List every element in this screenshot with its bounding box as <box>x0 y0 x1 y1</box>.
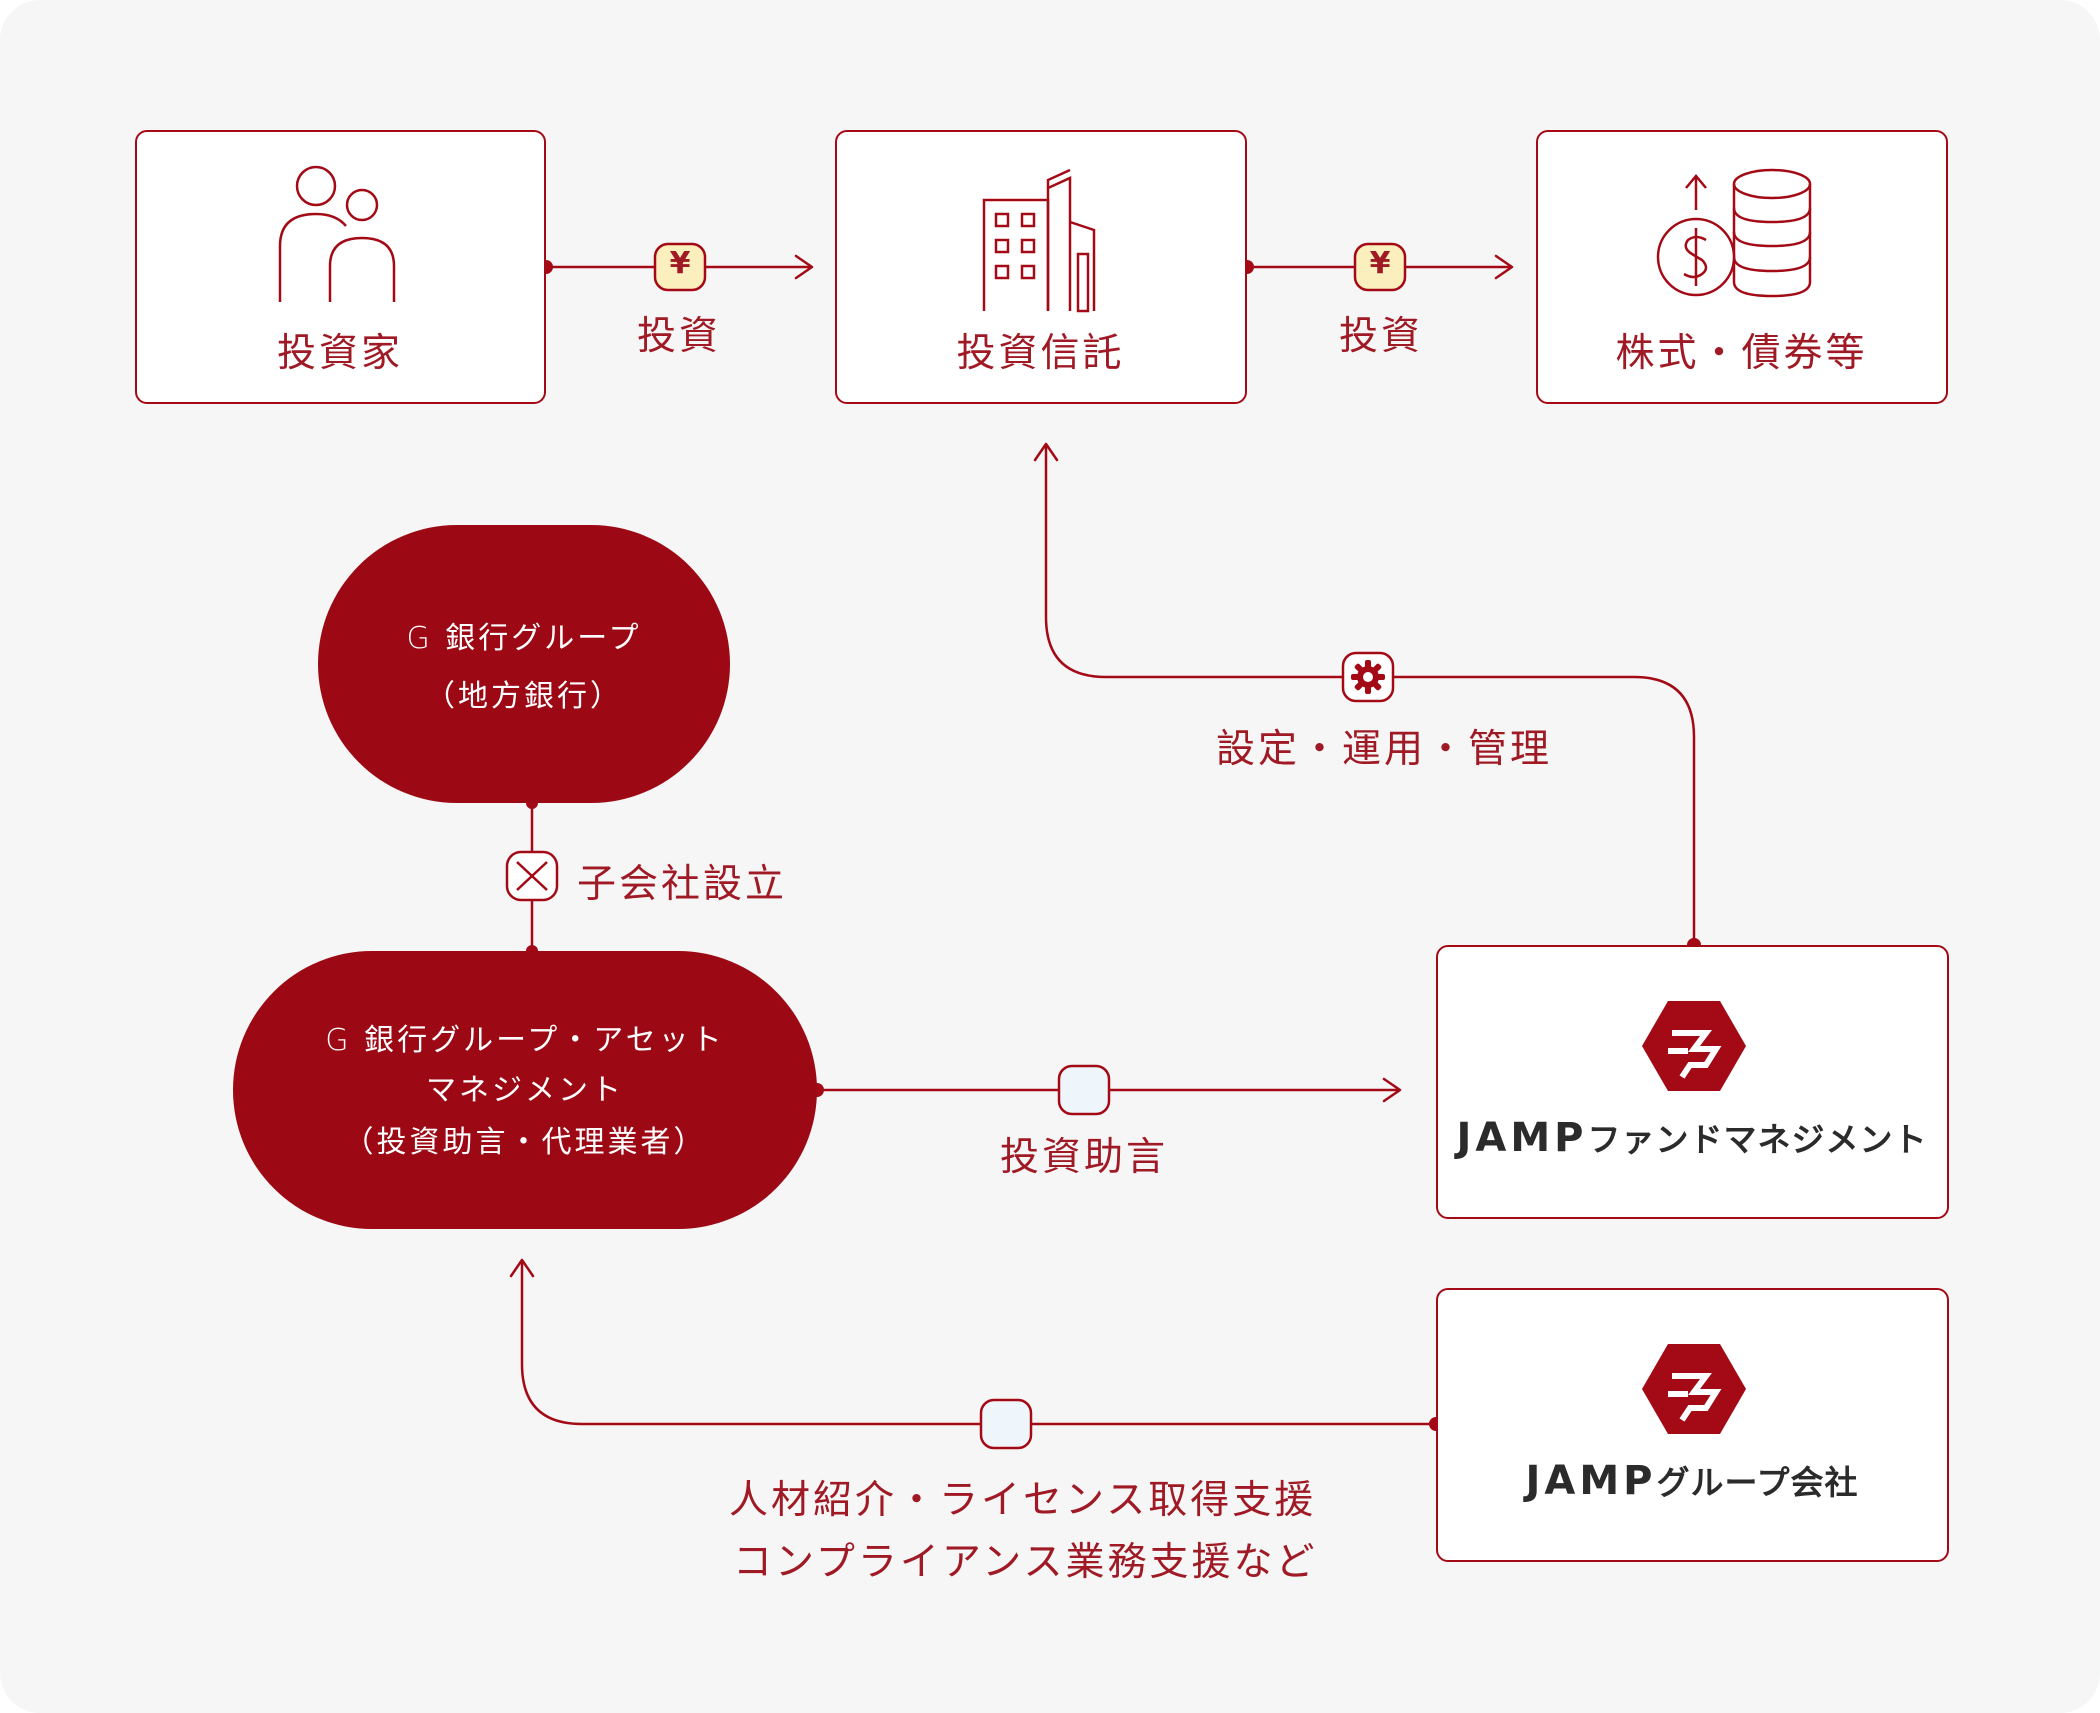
asset-mgmt-line2: マネジメント <box>426 1073 624 1108</box>
building-icon <box>982 168 1096 313</box>
node-securities: 株式・債券等 <box>1536 130 1948 404</box>
node-jamp-fund-management: JAMPファンドマネジメント <box>1436 945 1949 1219</box>
jamp-hexagon-logo <box>1642 1001 1746 1091</box>
node-asset-management: G 銀行グループ・アセット マネジメント （投資助言・代理業者） <box>233 951 817 1229</box>
bank-group-line1: G 銀行グループ <box>406 621 642 656</box>
advice-badge <box>1057 1064 1111 1116</box>
arrowhead-asset-to-fund <box>1382 1077 1402 1103</box>
node-bank-group: G 銀行グループ （地方銀行） <box>318 525 730 803</box>
edge-label-advice: 投資助言 <box>1000 1135 1169 1180</box>
trust-label: 投資信託 <box>956 331 1125 376</box>
jamp-hexagon-logo <box>1642 1344 1746 1434</box>
arrowhead-group-to-asset <box>509 1258 535 1278</box>
yen-symbol-1: ¥ <box>669 246 691 281</box>
jamp-fund-brand-latin: JAMP <box>1456 1115 1588 1161</box>
edge-group-to-asset <box>520 1260 1438 1426</box>
bank-group-line2: （地方銀行） <box>425 679 623 714</box>
jamp-group-brand: JAMPグループ会社 <box>1438 1456 1946 1504</box>
arrowhead-investor-to-trust <box>794 254 814 280</box>
edge-label-invest-2: 投資 <box>1339 314 1424 359</box>
yen-badge-2 <box>1353 242 1407 292</box>
securities-label: 株式・債券等 <box>1615 331 1868 376</box>
yen-badge-1 <box>653 242 707 292</box>
asset-mgmt-line3: （投資助言・代理業者） <box>343 1125 707 1160</box>
investor-label: 投資家 <box>276 331 403 376</box>
gear-icon <box>1341 651 1395 703</box>
jamp-fund-brand: JAMPファンドマネジメント <box>1438 1113 1946 1161</box>
coins-dollar-icon <box>1656 168 1812 298</box>
node-investment-trust: 投資信託 <box>835 130 1247 404</box>
edge-label-manage: 設定・運用・管理 <box>1216 727 1553 772</box>
people-icon <box>278 165 396 302</box>
node-jamp-group-company: JAMPグループ会社 <box>1436 1288 1949 1562</box>
jamp-fund-brand-kana: ファンドマネジメント <box>1587 1120 1928 1159</box>
node-investor: 投資家 <box>135 130 546 404</box>
cross-circle-icon <box>505 850 559 902</box>
yen-symbol-2: ¥ <box>1369 246 1391 281</box>
edge-label-support-2: コンプライアンス業務支援など <box>733 1540 1318 1585</box>
edge-label-subsidiary: 子会社設立 <box>577 862 788 907</box>
arrowhead-trust-to-securities <box>1494 254 1514 280</box>
edge-label-support-1: 人材紹介・ライセンス取得支援 <box>729 1478 1317 1523</box>
asset-mgmt-line1: G 銀行グループ・アセット <box>325 1023 725 1058</box>
support-badge <box>979 1398 1033 1450</box>
edge-label-invest-1: 投資 <box>637 314 722 359</box>
jamp-group-brand-latin: JAMP <box>1525 1458 1657 1504</box>
arrowhead-fund-to-trust <box>1033 442 1059 462</box>
jamp-group-brand-kana: グループ会社 <box>1656 1463 1859 1502</box>
